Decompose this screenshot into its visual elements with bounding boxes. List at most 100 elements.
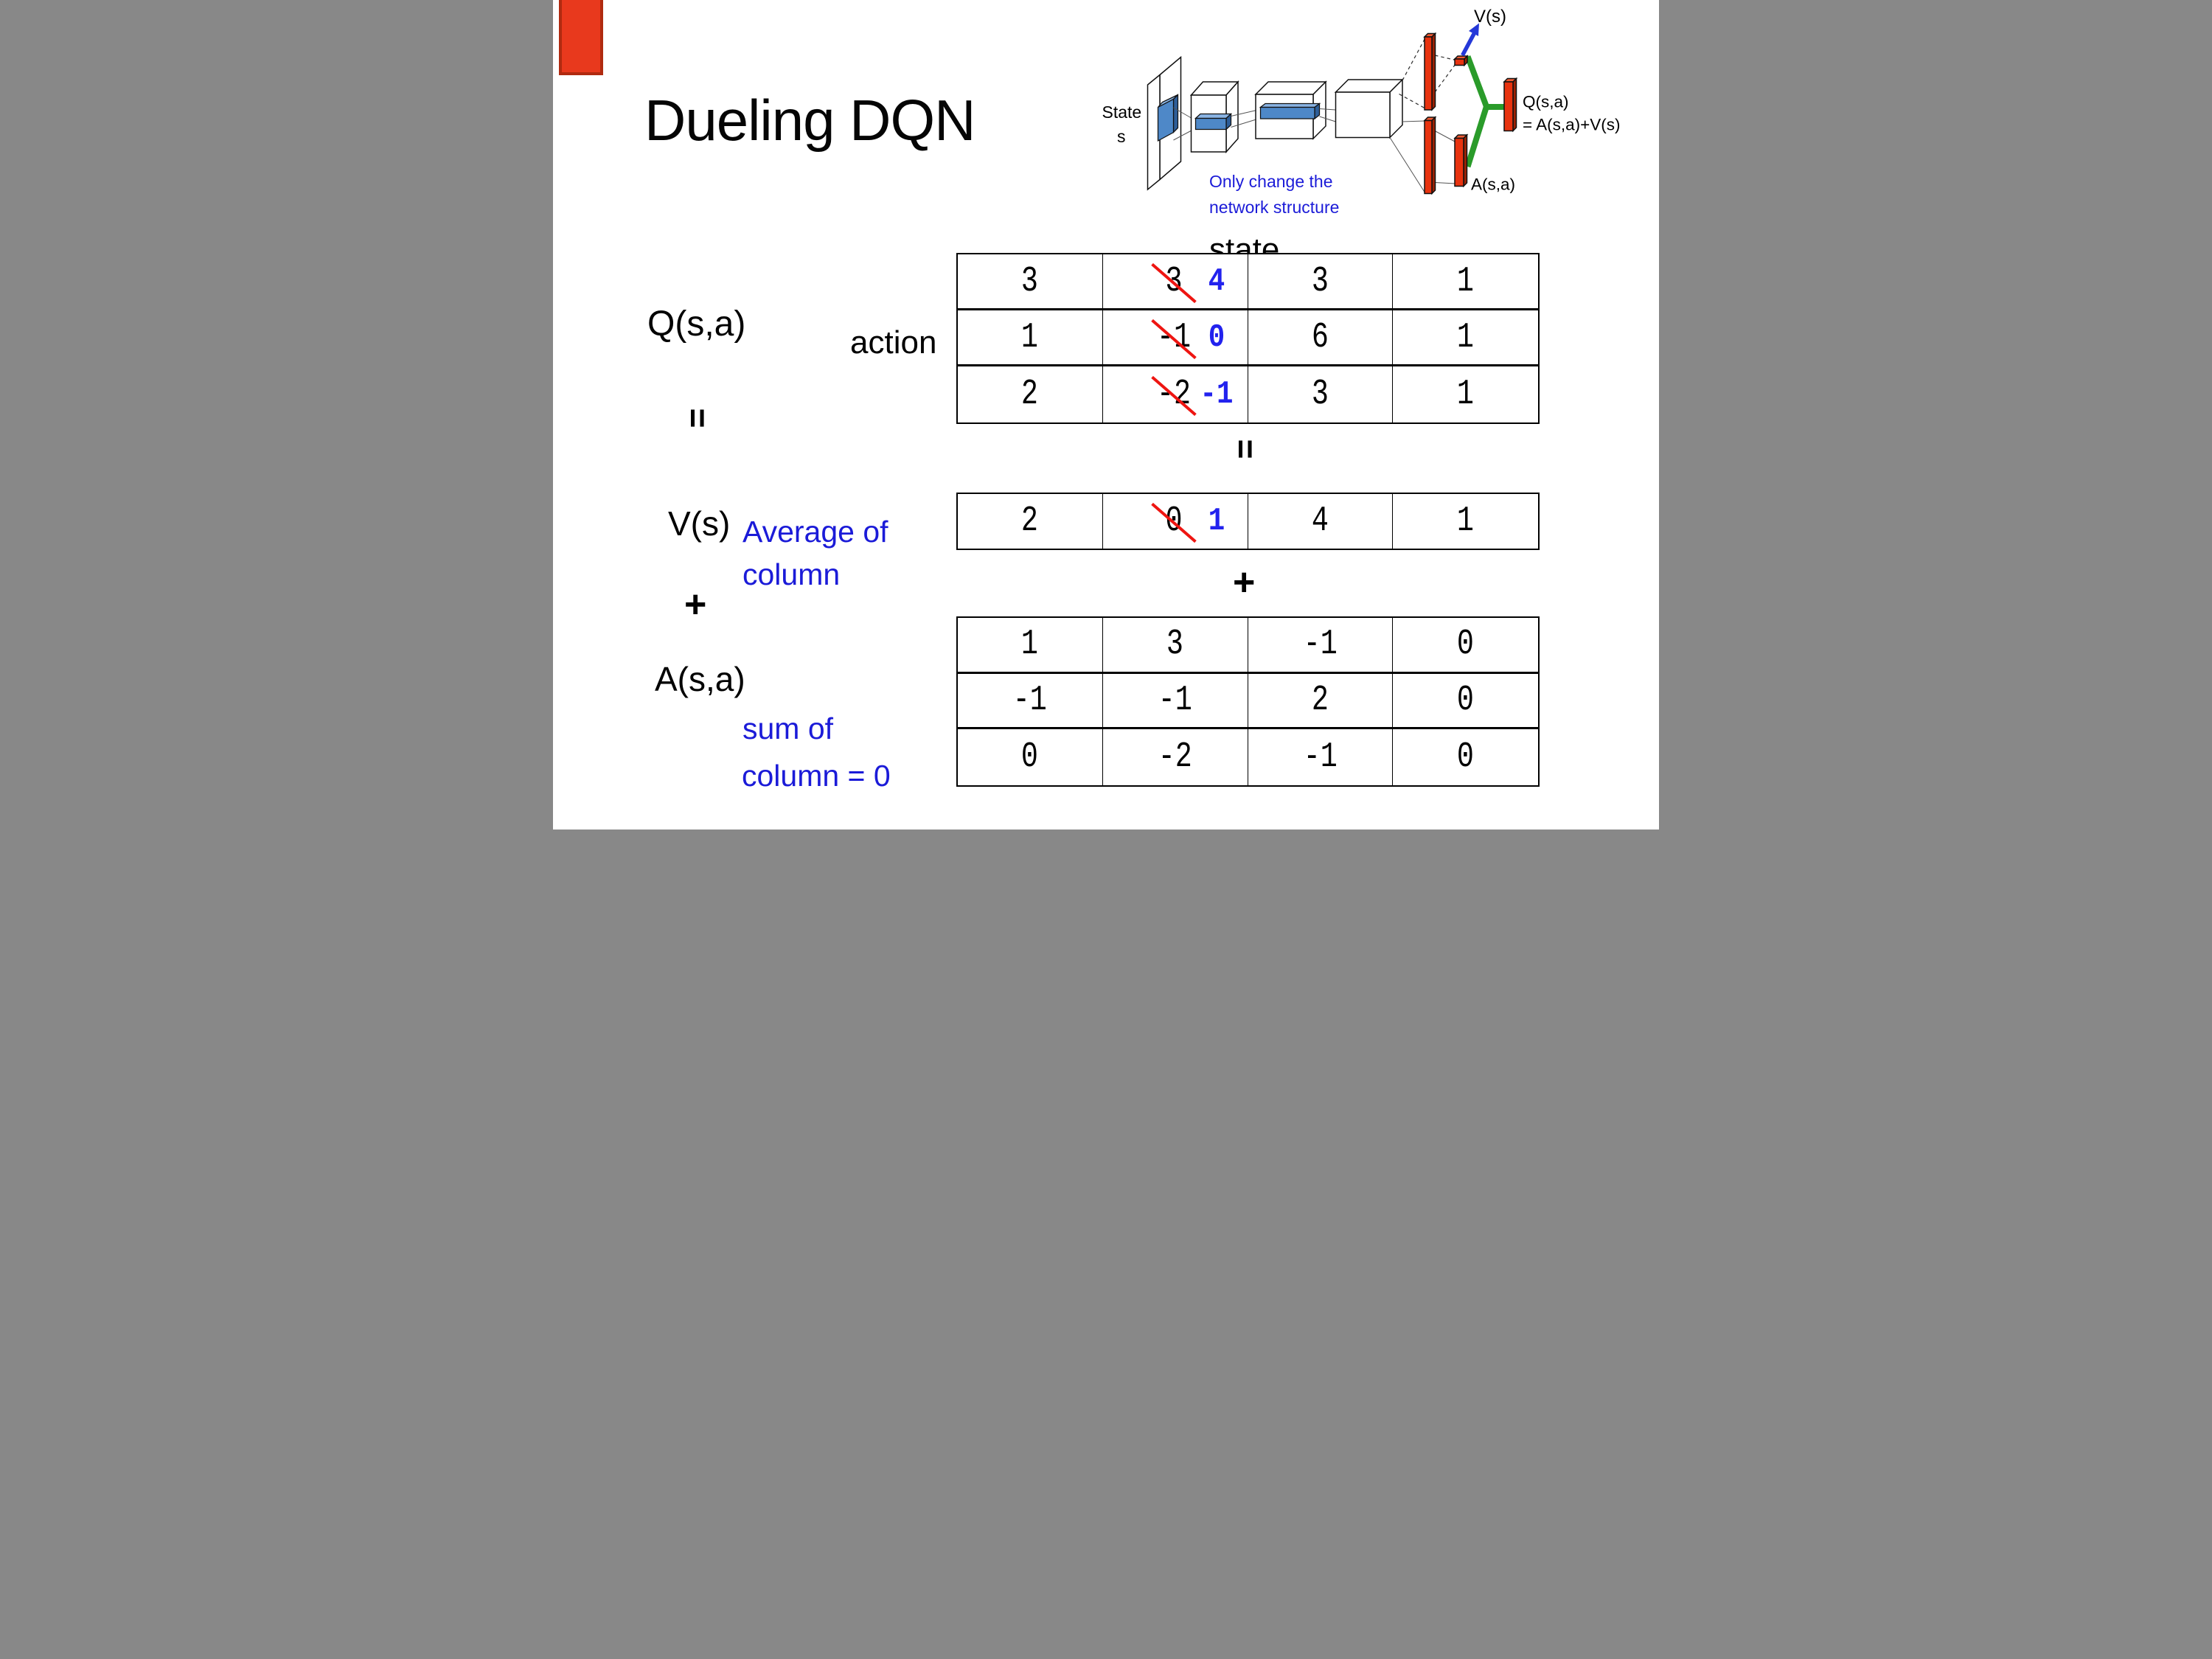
old-value: 0 [1165, 501, 1183, 541]
diagram-qsa-formula-label: = A(s,a)+V(s) [1523, 116, 1621, 134]
a-stream-connections [1389, 120, 1456, 194]
plus-center: + [1233, 561, 1256, 604]
cell-value: 1 [1457, 375, 1475, 414]
v-s-label: V(s) [668, 504, 731, 543]
table-cell: 1 [1393, 494, 1538, 549]
diagram-asa-label: A(s,a) [1471, 175, 1515, 194]
corrected-value: 1 [1208, 503, 1225, 540]
corrected-value: -1 [1200, 376, 1234, 413]
cell-value: 4 [1311, 501, 1329, 541]
diagram-note-line2: network structure [1209, 198, 1339, 217]
conv-layer2-box [1254, 80, 1327, 140]
cell-value: -1 [1158, 680, 1192, 720]
input-frame-shape [1147, 55, 1182, 191]
table-cell: 6 [1248, 310, 1394, 366]
table-cell: -2-1 [1103, 366, 1248, 422]
table-cell: -1 [1248, 729, 1394, 785]
diagram-state-sub-label: s [1117, 127, 1126, 146]
sum-note-line1: sum of [742, 712, 834, 745]
cell-value: 2 [1021, 501, 1039, 541]
corrected-value: 0 [1208, 319, 1225, 356]
table-cell: 0 [1393, 618, 1538, 674]
sum-note-line2: column = 0 [742, 759, 891, 793]
cell-value: 3 [1021, 261, 1039, 302]
cell-value: -1 [1012, 680, 1047, 720]
table-cell: -1 [1248, 618, 1394, 674]
table-cell: -1 [1102, 673, 1248, 730]
table-cell: 3 [958, 254, 1103, 310]
cell-value: 1 [1457, 317, 1475, 358]
cell-value: 0 [1021, 737, 1039, 778]
q-output-bar [1503, 77, 1518, 133]
cell-value: 2 [1021, 375, 1039, 414]
cell-value: 1 [1457, 501, 1475, 541]
table-cell: -2 [1103, 729, 1248, 785]
cell-value: 1 [1021, 317, 1039, 358]
table-cell: 3 [1248, 254, 1394, 310]
hidden-layer-box [1334, 78, 1404, 139]
cell-value: -1 [1303, 737, 1338, 778]
cell-value: 0 [1457, 625, 1475, 665]
table-cell: 1 [958, 310, 1103, 366]
diagram-vs-label: V(s) [1474, 7, 1506, 27]
diagram-qsa-label: Q(s,a) [1523, 93, 1569, 111]
diagram-note-line1: Only change the [1209, 172, 1333, 191]
table-cell: -1 0 [1102, 310, 1248, 366]
action-label: action [850, 324, 937, 361]
value-output-arrow [1461, 23, 1479, 57]
cell-value: 1 [1021, 625, 1039, 665]
v-stream-connections [1399, 38, 1456, 109]
cell-value: 6 [1311, 317, 1329, 358]
advantage-table: 1 3 -1 0 -1 -1 2 0 0 -2 -1 0 [956, 616, 1540, 787]
value-stream-bar [1423, 32, 1437, 111]
table-cell: 1 [1393, 366, 1538, 422]
advantage-stream-bar [1423, 116, 1437, 195]
cell-value: 3 [1311, 261, 1329, 302]
old-value: -2 [1156, 375, 1191, 414]
table-cell: 1 [958, 618, 1103, 674]
corner-decoration [559, 0, 603, 75]
table-cell: 0 [958, 729, 1103, 785]
table-cell: 1 [1393, 254, 1538, 310]
conv-layer1-box [1189, 80, 1239, 153]
q-sa-label: Q(s,a) [647, 305, 746, 344]
equals-center: = [1226, 439, 1265, 459]
table-cell: 0 [1393, 729, 1538, 785]
cell-value: 3 [1166, 625, 1184, 665]
old-value: 3 [1165, 261, 1183, 302]
table-cell: 2 [958, 494, 1103, 549]
cell-value: 2 [1311, 680, 1329, 720]
table-cell: 3 [1102, 618, 1248, 674]
cell-value: -2 [1158, 737, 1192, 778]
average-note-line1: Average of [742, 515, 888, 549]
table-cell: 1 [1393, 310, 1538, 366]
corrected-value: 4 [1208, 262, 1225, 300]
value-scalar-node [1453, 55, 1469, 67]
advantage-vector-bar [1453, 133, 1469, 188]
cell-value: 0 [1457, 737, 1475, 778]
table-cell: -1 [958, 673, 1103, 730]
table-cell: 2 [1248, 673, 1394, 730]
table-cell: 4 [1248, 494, 1394, 549]
cell-value: 1 [1457, 261, 1475, 302]
conv-patch-shape [1157, 93, 1179, 142]
combine-stream-shape [1464, 55, 1505, 168]
slide: Dueling DQN [553, 0, 1659, 830]
plus-left: + [684, 583, 707, 626]
equals-left: = [678, 408, 717, 428]
cell-value: -1 [1303, 625, 1338, 665]
table-cell: 2 [958, 366, 1103, 422]
page-title: Dueling DQN [644, 88, 976, 153]
table-cell: 0 [1393, 674, 1538, 730]
a-sa-label: A(s,a) [655, 660, 745, 698]
diagram-state-label: State [1102, 102, 1142, 122]
cell-value: 3 [1311, 375, 1329, 414]
average-note-line2: column [742, 557, 841, 591]
old-value: -1 [1156, 317, 1191, 358]
cell-value: 0 [1457, 680, 1475, 720]
table-cell: 3 [1248, 366, 1394, 422]
